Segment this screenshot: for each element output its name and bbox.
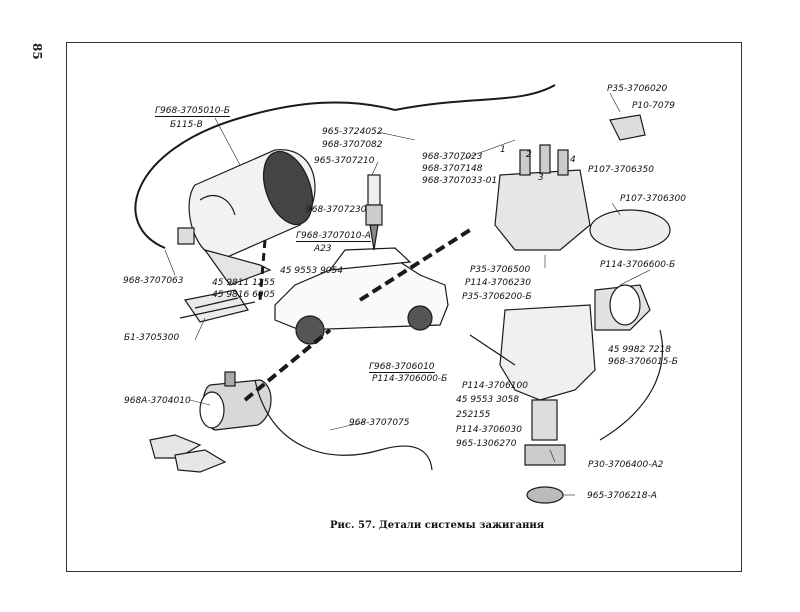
distributor-body [499,304,596,504]
label-nut: 45 9982 7218 [608,345,671,355]
label-dist-cap: Р35-3706500 [470,265,531,275]
ignition-coil [177,149,316,286]
label-plug-part: Г968-3707010-А [296,231,371,242]
label-wires-b: 968-3707148 [422,164,483,174]
connection-dashed [243,328,332,402]
label-pin: Р114-3706030 [456,425,522,435]
label-rotor-arm: Р35-3706020 [607,84,668,94]
ignition-switch [149,371,272,473]
hv-wire-loop [394,84,556,111]
label-num-4: 4 [570,155,576,165]
label-washer-b: 252155 [456,410,491,420]
label-wire-tip: 968-3707230 [306,205,367,215]
label-breaker-plate: Р107-3706300 [620,194,686,204]
label-switch: 968А-3704010 [124,396,191,406]
label-screw-a: 45 9811 1255 [212,278,275,288]
label-resistor: Б1-3705300 [124,333,180,343]
label-bolt-a: 45 9553 9054 [280,266,343,276]
label-hv-wire: 968-3707063 [123,276,184,286]
label-cam: Р114-3706230 [465,278,531,288]
label-cable-b: 968-3707082 [322,140,383,150]
figure-frame [66,42,742,572]
label-dist-model: Р114-3706000-Б [372,374,448,384]
label-housing: Р114-3706100 [462,381,528,391]
label-wires-c: 968-3707033-01 [422,176,498,186]
label-coil-part: Г968-3705010-Б [155,106,230,117]
hv-wire-top [134,101,396,249]
capacitor-wire [599,329,664,441]
figure-caption: Рис. 57. Детали системы зажигания [330,520,545,531]
label-num-1: 1 [500,145,506,155]
low-voltage-wire [254,379,433,471]
label-spring: 965-1306270 [456,439,517,449]
label-coil-model: Б115-В [170,120,203,130]
label-vac-unit: Р114-3706600-Б [600,260,676,270]
vacuum-unit [594,284,651,331]
label-cable-a: 965-3724052 [322,127,383,137]
label-screw-b: 45 9816 6005 [212,290,275,300]
resistor-block [179,289,256,323]
label-octane: Р30-3706400-А2 [588,460,664,470]
distributor-cap [494,144,591,251]
label-low-wire: 968-3707075 [349,418,410,428]
label-contact-set: Р107-3706350 [588,165,654,175]
spark-plug [365,174,383,251]
label-capacitor: 968-3706015-Б [608,357,678,367]
label-seal: 965-3706218-А [587,491,657,501]
label-wires-a: 968-3707023 [422,152,483,162]
breaker-plate [589,114,671,251]
label-plug-model: А23 [314,244,332,254]
label-cap: 965-3707210 [314,156,375,166]
connection-dashed [258,239,267,301]
label-washer-a: 45 9553 3058 [456,395,519,405]
label-num-2: 2 [526,150,532,160]
octane-bracket [469,334,516,366]
car-outline [274,247,449,345]
label-dist-part: Г968-3706010 [369,362,435,373]
label-shaft: Р35-3706200-Б [462,292,532,302]
connection-dashed [358,228,472,302]
label-contact: Р10-7079 [632,101,676,111]
label-num-3: 3 [538,173,544,183]
